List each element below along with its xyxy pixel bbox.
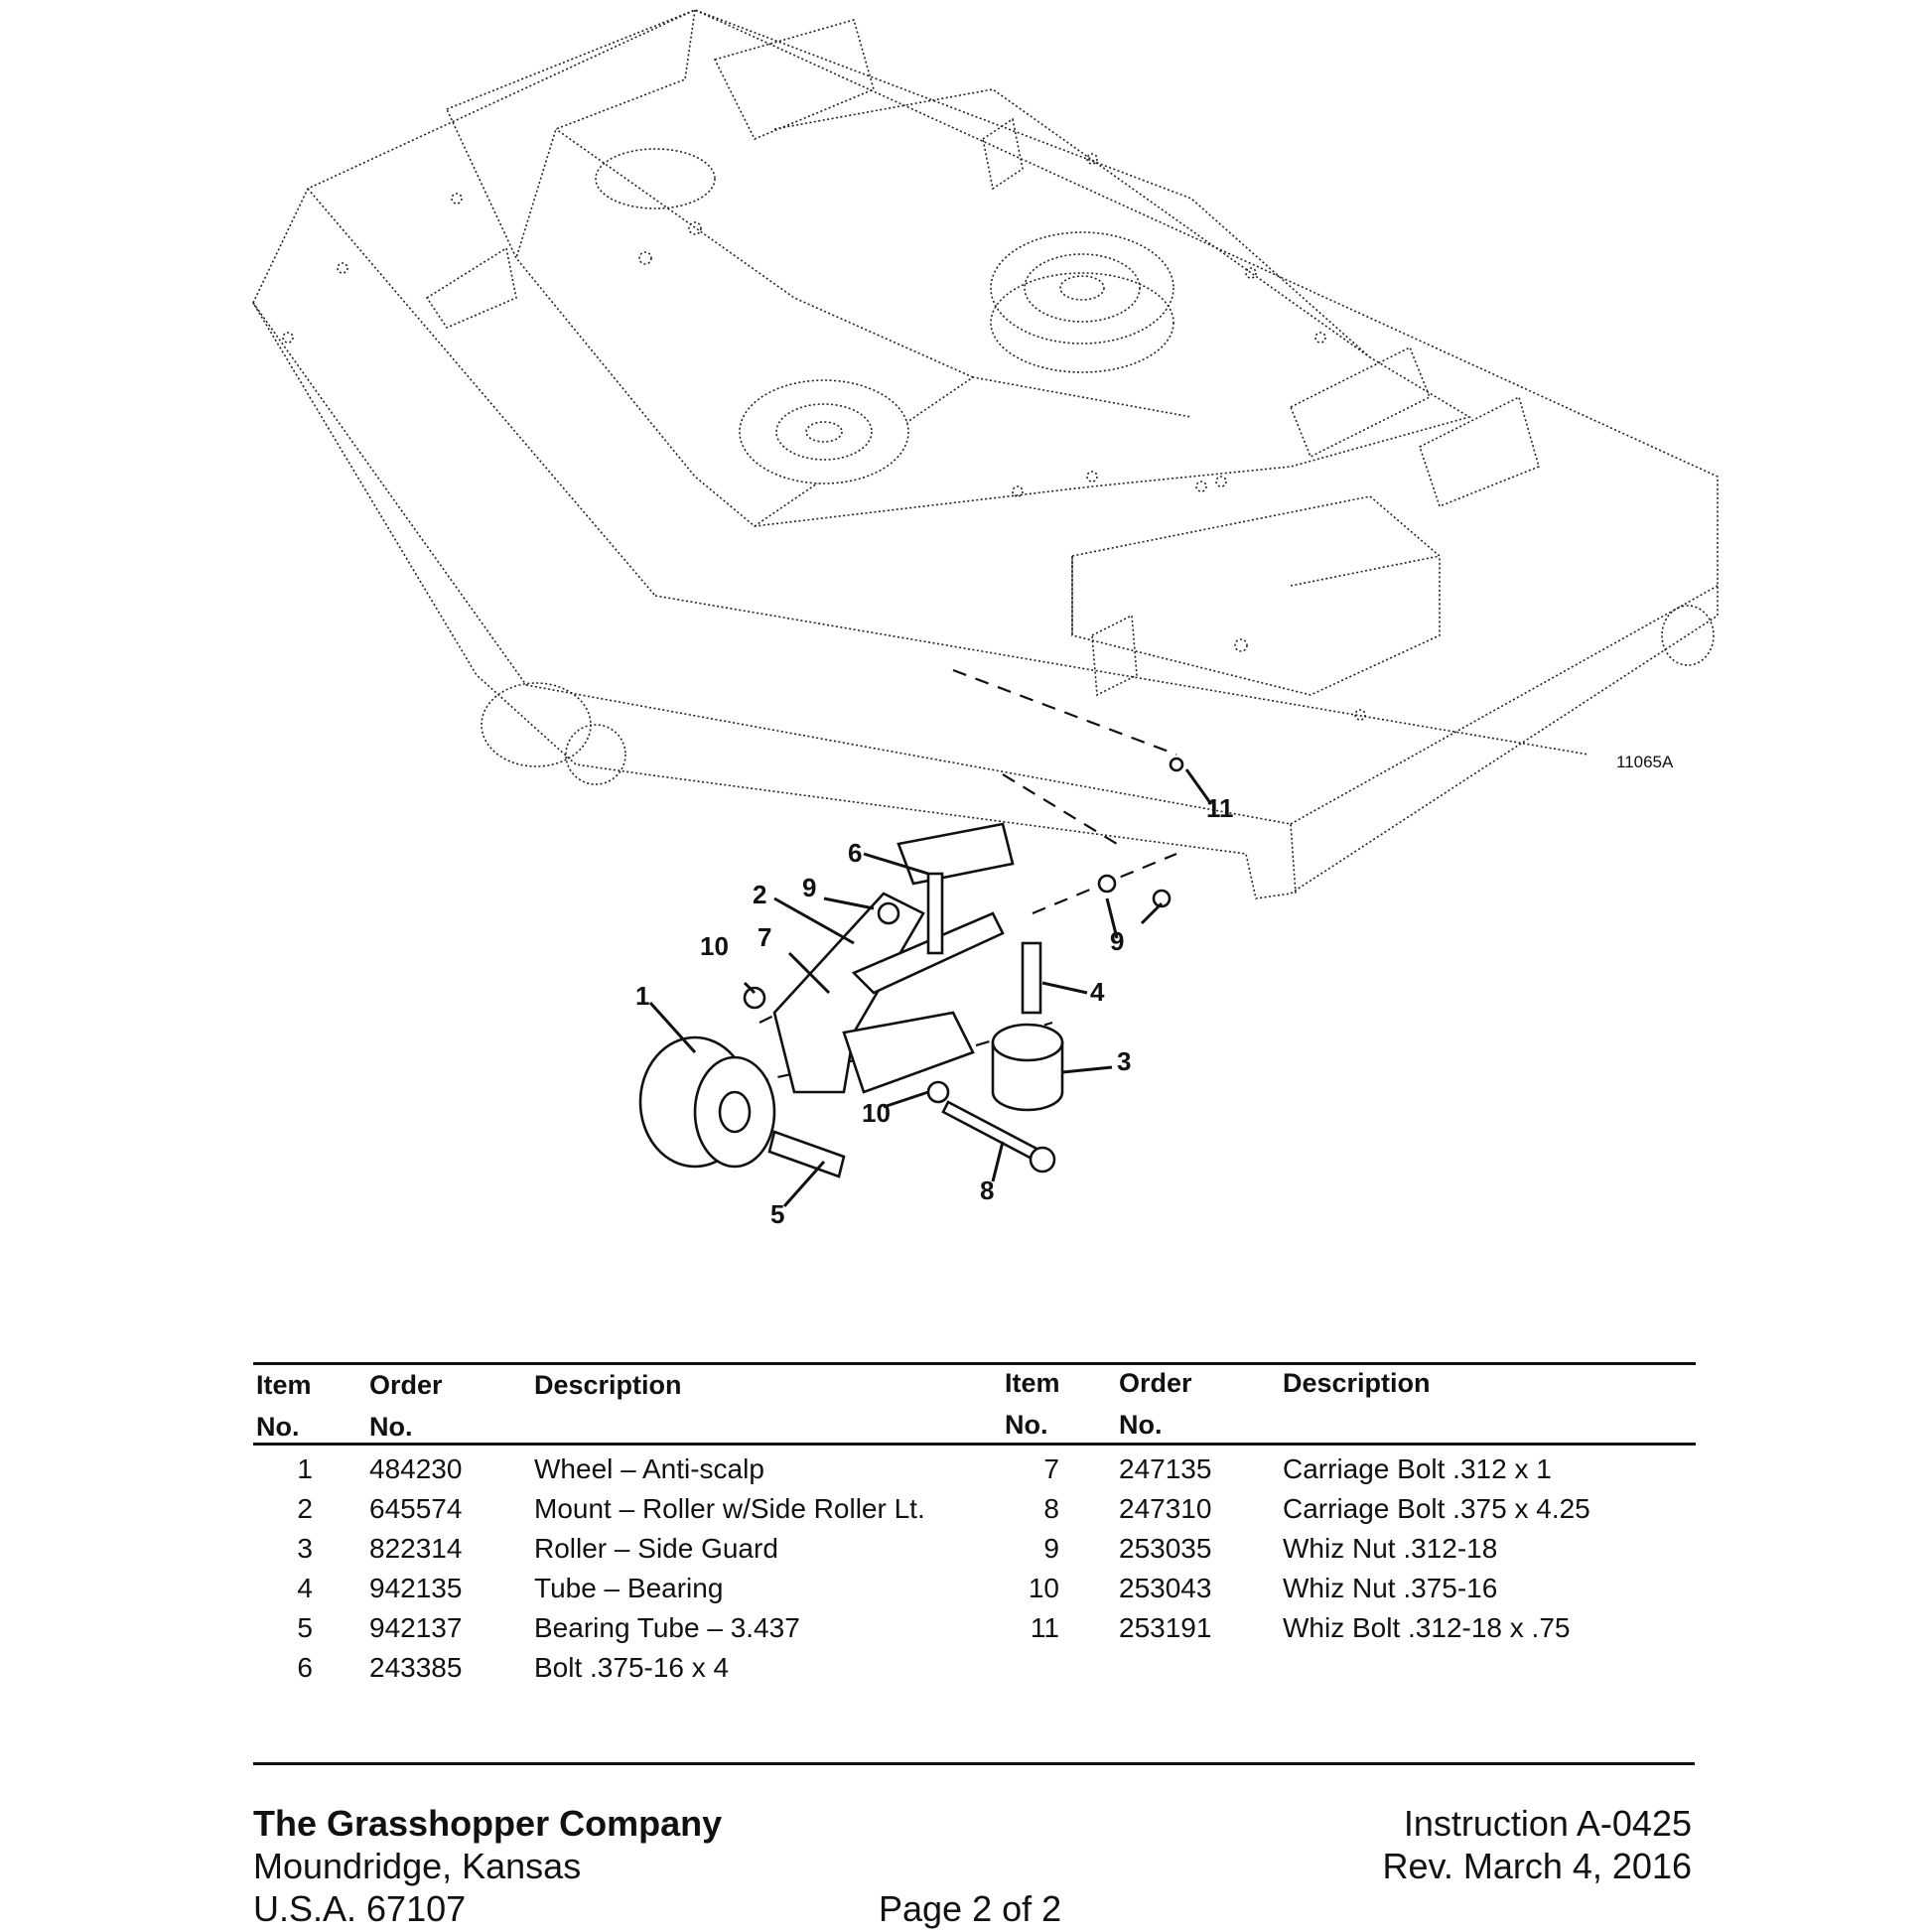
instruction-number: Instruction A-0425 xyxy=(1403,1803,1692,1844)
callout-8: 8 xyxy=(980,1175,994,1205)
callout-7: 7 xyxy=(758,922,771,952)
bearing-tube-part xyxy=(767,1130,846,1178)
footer-rule xyxy=(253,1762,1695,1765)
callout-6: 6 xyxy=(848,838,862,868)
table-top-rule xyxy=(253,1362,1696,1365)
callout-9a: 9 xyxy=(802,873,816,902)
callout-9b: 9 xyxy=(1110,926,1124,956)
exploded-parts-drawing: 1 2 3 4 5 6 7 8 9 9 10 10 11 11065A xyxy=(252,9,1719,1229)
callout-4: 4 xyxy=(1090,977,1105,1007)
header-description-right: Description xyxy=(1283,1368,1431,1398)
company-name: The Grasshopper Company xyxy=(253,1803,723,1844)
mower-deck xyxy=(252,9,1719,899)
mount-bracket-part xyxy=(772,822,1015,1094)
table-header-rule xyxy=(253,1443,1696,1446)
callout-10a: 10 xyxy=(700,931,729,961)
callout-11: 11 xyxy=(1206,793,1234,823)
callout-3: 3 xyxy=(1117,1046,1131,1076)
company-postal: U.S.A. 67107 xyxy=(253,1888,467,1929)
header-description-left: Description xyxy=(534,1370,682,1400)
company-city: Moundridge, Kansas xyxy=(253,1846,582,1886)
roller-part xyxy=(991,941,1064,1112)
callout-10b: 10 xyxy=(862,1098,891,1128)
bolt-part xyxy=(941,1100,1056,1173)
callout-2: 2 xyxy=(753,880,766,909)
callout-1: 1 xyxy=(635,981,649,1011)
page-number: Page 2 of 2 xyxy=(879,1888,1062,1929)
wheel-part xyxy=(638,1035,776,1169)
hardware-nuts xyxy=(743,757,1184,1104)
callout-5: 5 xyxy=(770,1199,784,1229)
drawing-number: 11065A xyxy=(1616,753,1674,771)
revision-date: Rev. March 4, 2016 xyxy=(1382,1846,1692,1886)
